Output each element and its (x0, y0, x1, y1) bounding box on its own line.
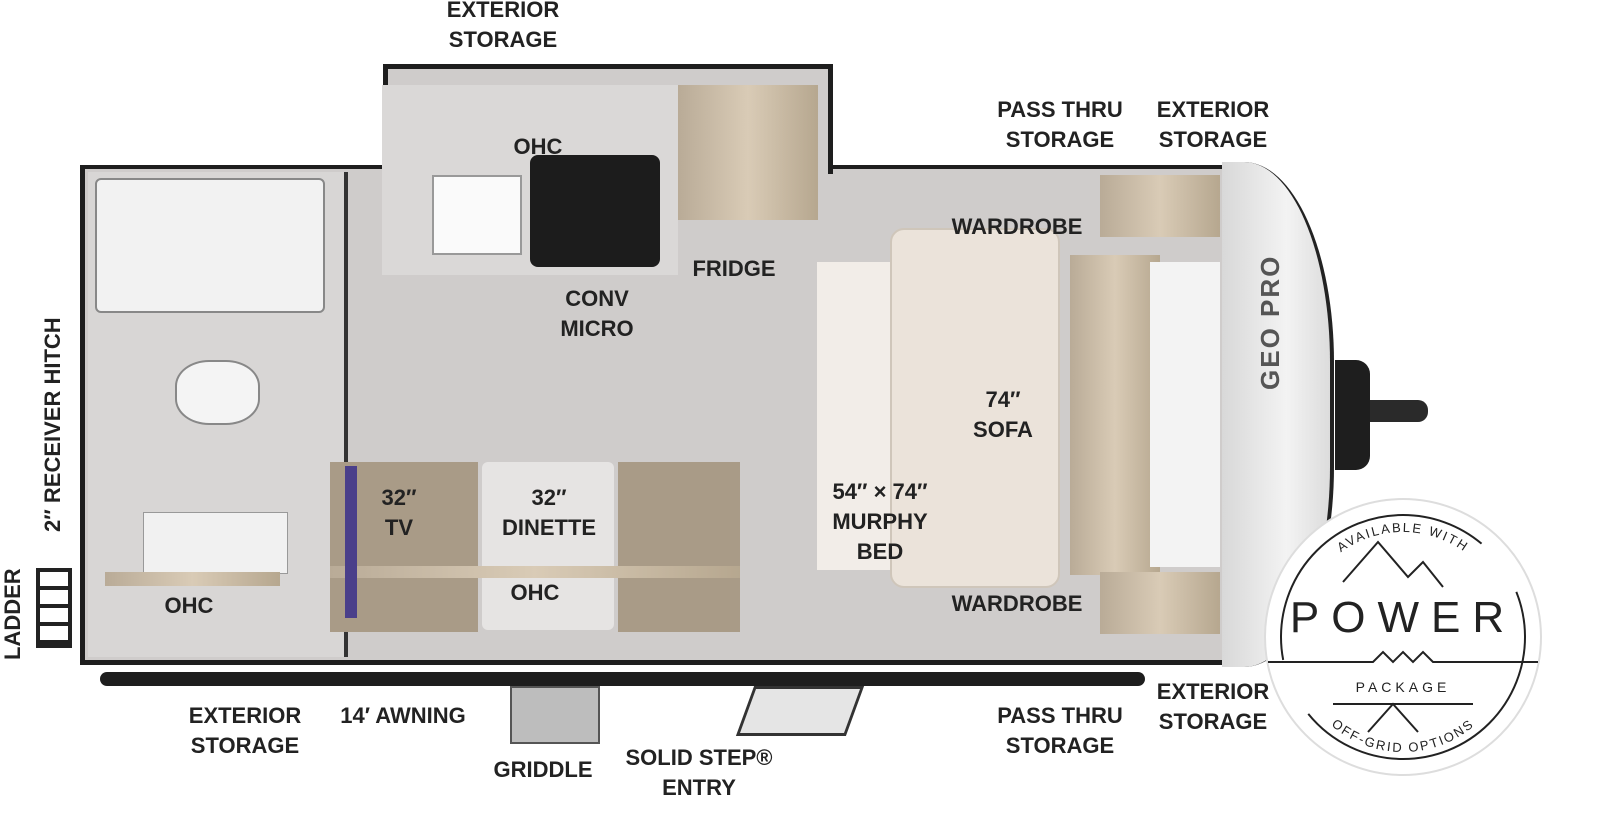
label-wardrobe-top: WARDROBE (951, 214, 1083, 239)
label-line: EXTERIOR (1156, 679, 1270, 704)
fridge (678, 85, 818, 220)
road-icon (1367, 702, 1419, 733)
sofa (890, 228, 1060, 588)
label-ohc-kitchen: OHC (513, 134, 563, 159)
front-mattress (1150, 262, 1220, 567)
label-line: BED (856, 539, 904, 564)
dinette-ohc (330, 566, 740, 578)
label-awning: 14′ AWNING (340, 703, 466, 728)
kitchen-sink (432, 175, 522, 255)
dinette-bench-right (618, 462, 740, 632)
label-exterior-storage-bottom-left: EXTERIOR STORAGE (189, 701, 301, 761)
label-receiver-hitch: 2″ RECEIVER HITCH (40, 317, 65, 532)
label-line: CONV (565, 286, 629, 311)
label-line: SOLID STEP® (625, 745, 773, 770)
label-line: EXTERIOR (188, 703, 302, 728)
label-ohc-bath: OHC (164, 593, 214, 618)
label-line: STORAGE (1158, 709, 1268, 734)
label-line: 74″ (985, 387, 1021, 412)
label-conv-micro: CONV MICRO (560, 284, 633, 344)
label-line: STORAGE (190, 733, 300, 758)
label-pass-thru-storage-bottom: PASS THRU STORAGE (997, 701, 1123, 761)
badge-subtitle: PACKAGE (1356, 679, 1451, 695)
label-exterior-storage-top-right: EXTERIOR STORAGE (1157, 95, 1269, 155)
label-line: 32″ (531, 485, 567, 510)
bathroom-sink (143, 512, 288, 574)
murphy-bed (817, 262, 895, 570)
label-line: DINETTE (501, 515, 597, 540)
label-ohc-dinette: OHC (510, 580, 560, 605)
badge-circle (1264, 498, 1542, 776)
label-line: PASS THRU (997, 703, 1123, 728)
label-griddle: GRIDDLE (493, 757, 593, 782)
label-line: EXTERIOR (1156, 97, 1270, 122)
label-line: SOFA (973, 417, 1033, 442)
label-line: 54″ × 74″ (832, 479, 928, 504)
label-sofa: 74″ SOFA (973, 385, 1033, 445)
label-ladder: LADDER (0, 568, 25, 660)
mountains-icon (1342, 540, 1444, 588)
brand-logo: GEO PRO (1255, 254, 1285, 390)
front-storage (1070, 255, 1160, 575)
tv (345, 466, 357, 618)
dinette-table (482, 462, 614, 630)
waves-icon (1268, 650, 1538, 664)
badge-ring (1280, 514, 1526, 760)
bathroom-ohc (105, 572, 280, 586)
label-line: MURPHY (832, 509, 928, 534)
stovetop (530, 155, 660, 267)
label-exterior-storage-bottom-right: EXTERIOR STORAGE (1157, 677, 1269, 737)
hitch-coupler (1370, 400, 1428, 422)
label-line: STORAGE (1005, 127, 1115, 152)
power-package-badge: AVAILABLE WITH POWER PACKAGE OFF-GRID OP… (1264, 498, 1542, 776)
label-tv: 32″ TV (381, 483, 416, 543)
entry-step (735, 686, 865, 736)
label-pass-thru-storage-top: PASS THRU STORAGE (997, 95, 1123, 155)
label-line: EXTERIOR (446, 0, 560, 22)
label-line: STORAGE (448, 27, 558, 52)
label-murphy-bed: 54″ × 74″ MURPHY BED (832, 477, 927, 567)
label-line: STORAGE (1158, 127, 1268, 152)
badge-title: POWER (1290, 593, 1516, 642)
label-line: STORAGE (1005, 733, 1115, 758)
griddle (510, 686, 600, 744)
bathtub (95, 178, 325, 313)
label-line: MICRO (560, 316, 634, 341)
toilet (175, 360, 260, 425)
label-line: 32″ (381, 485, 417, 510)
label-fridge: FRIDGE (692, 256, 776, 281)
wardrobe-top (1100, 175, 1220, 237)
tongue-jack (1335, 360, 1370, 470)
label-solid-step-entry: SOLID STEP® ENTRY (625, 743, 772, 803)
label-exterior-storage-top: EXTERIOR STORAGE (447, 0, 559, 55)
label-dinette: 32″ DINETTE (502, 483, 596, 543)
awning (100, 672, 1145, 686)
label-line: PASS THRU (997, 97, 1123, 122)
label-wardrobe-bottom: WARDROBE (951, 591, 1083, 616)
label-line: TV (384, 515, 414, 540)
label-line: ENTRY (662, 775, 736, 800)
wardrobe-bottom (1100, 572, 1220, 634)
ladder (36, 568, 72, 648)
